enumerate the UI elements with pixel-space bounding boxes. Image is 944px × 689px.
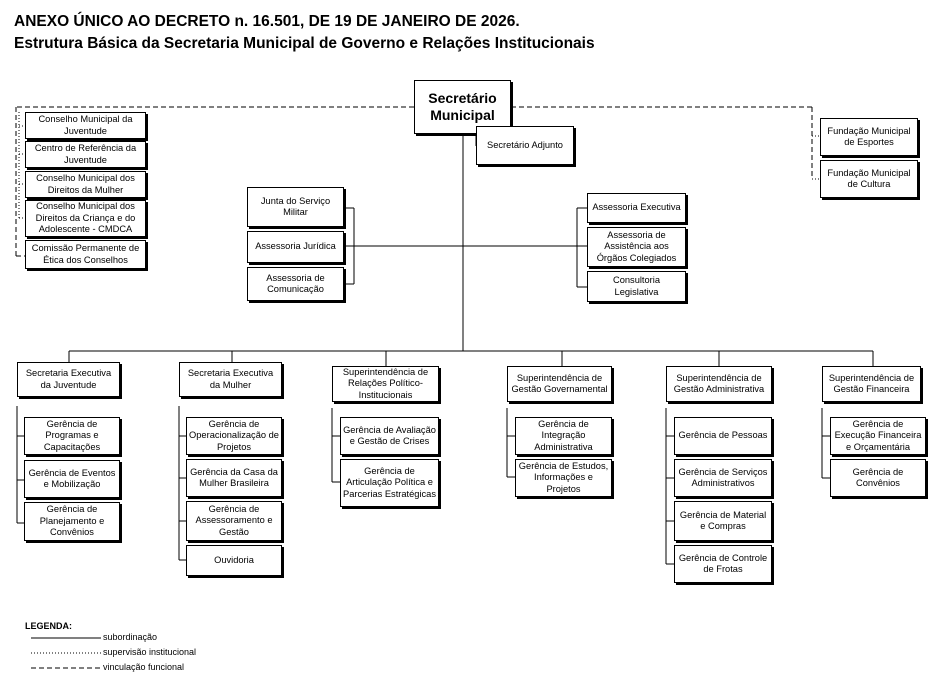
gerencia-estudos-informacoes-box: Gerência de Estudos, Informações e Proje… — [515, 459, 612, 497]
gerencia-avaliacao-crises-box: Gerência de Avaliação e Gestão de Crises — [340, 417, 439, 455]
gerencia-servicos-administrativos-box: Gerência de Serviços Administrativos — [674, 459, 772, 497]
gerencia-programas-capacitacoes-box: Gerência de Programas e Capacitações — [24, 417, 120, 455]
comissao-etica-box: Comissão Permanente de Ética dos Conselh… — [25, 240, 146, 269]
consultoria-legislativa-box: Consultoria Legislativa — [587, 271, 686, 302]
unit-secretaria-juventude-box: Secretaria Executiva da Juventude — [17, 362, 120, 397]
unit-secretaria-mulher-box: Secretaria Executiva da Mulher — [179, 362, 282, 397]
gerencia-controle-frotas-box: Gerência de Controle de Frotas — [674, 545, 772, 583]
fundacao-cultura-box: Fundação Municipal de Cultura — [820, 160, 918, 198]
gerencia-assessoramento-gestao-box: Gerência de Assessoramento e Gestão — [186, 501, 282, 541]
gerencia-articulacao-politica-box: Gerência de Articulação Política e Parce… — [340, 459, 439, 507]
unit-gestao-administrativa-box: Superintendência de Gestão Administrativ… — [666, 366, 772, 402]
document-subtitle: Estrutura Básica da Secretaria Municipal… — [14, 35, 595, 52]
legend-dotted-line — [31, 652, 101, 654]
gerencia-execucao-financeira-box: Gerência de Execução Financeira e Orçame… — [830, 417, 926, 455]
assessoria-orgaos-colegiados-box: Assessoria de Assistência aos Órgãos Col… — [587, 227, 686, 267]
cmdca-box: Conselho Municipal dos Direitos da Crian… — [25, 200, 146, 237]
gerencia-pessoas-box: Gerência de Pessoas — [674, 417, 772, 455]
gerencia-eventos-mobilizacao-box: Gerência de Eventos e Mobilização — [24, 460, 120, 498]
gerencia-casa-mulher-brasileira-box: Gerência da Casa da Mulher Brasileira — [186, 459, 282, 497]
gerencia-planejamento-convenios-box: Gerência de Planejamento e Convênios — [24, 502, 120, 541]
legend-item-subordinacao: subordinação — [31, 632, 157, 643]
legend-dashed-line — [31, 667, 101, 669]
assessoria-executiva-box: Assessoria Executiva — [587, 193, 686, 223]
legend-solid-line — [31, 637, 101, 639]
conselho-juventude-box: Conselho Municipal da Juventude — [25, 112, 146, 139]
junta-servico-militar-box: Junta do Serviço Militar — [247, 187, 344, 227]
conselho-direitos-mulher-box: Conselho Municipal dos Direitos da Mulhe… — [25, 171, 146, 198]
gerencia-operacionalizacao-projetos-box: Gerência de Operacionalização de Projeto… — [186, 417, 282, 455]
assessoria-comunicacao-box: Assessoria de Comunicação — [247, 267, 344, 301]
unit-gestao-governamental-box: Superintendência de Gestão Governamental — [507, 366, 612, 402]
assessoria-juridica-box: Assessoria Jurídica — [247, 231, 344, 263]
ouvidoria-box: Ouvidoria — [186, 545, 282, 576]
gerencia-integracao-administrativa-box: Gerência de Integração Administrativa — [515, 417, 612, 455]
secretario-municipal-box: Secretário Municipal — [414, 80, 511, 134]
fundacao-esportes-box: Fundação Municipal de Esportes — [820, 118, 918, 156]
legend-title: LEGENDA: — [25, 621, 72, 631]
gerencia-material-compras-box: Gerência de Material e Compras — [674, 501, 772, 541]
legend-item-supervisao: supervisão institucional — [31, 647, 196, 658]
centro-referencia-juventude-box: Centro de Referência da Juventude — [25, 141, 146, 168]
unit-gestao-financeira-box: Superintendência de Gestão Financeira — [822, 366, 921, 402]
gerencia-convenios-box: Gerência de Convênios — [830, 459, 926, 497]
legend-item-vinculacao: vinculação funcional — [31, 662, 184, 673]
document-title: ANEXO ÚNICO AO DECRETO n. 16.501, DE 19 … — [14, 13, 520, 30]
secretario-adjunto-box: Secretário Adjunto — [476, 126, 574, 165]
unit-relacoes-politico-institucionais-box: Superintendência de Relações Político-In… — [332, 366, 439, 402]
